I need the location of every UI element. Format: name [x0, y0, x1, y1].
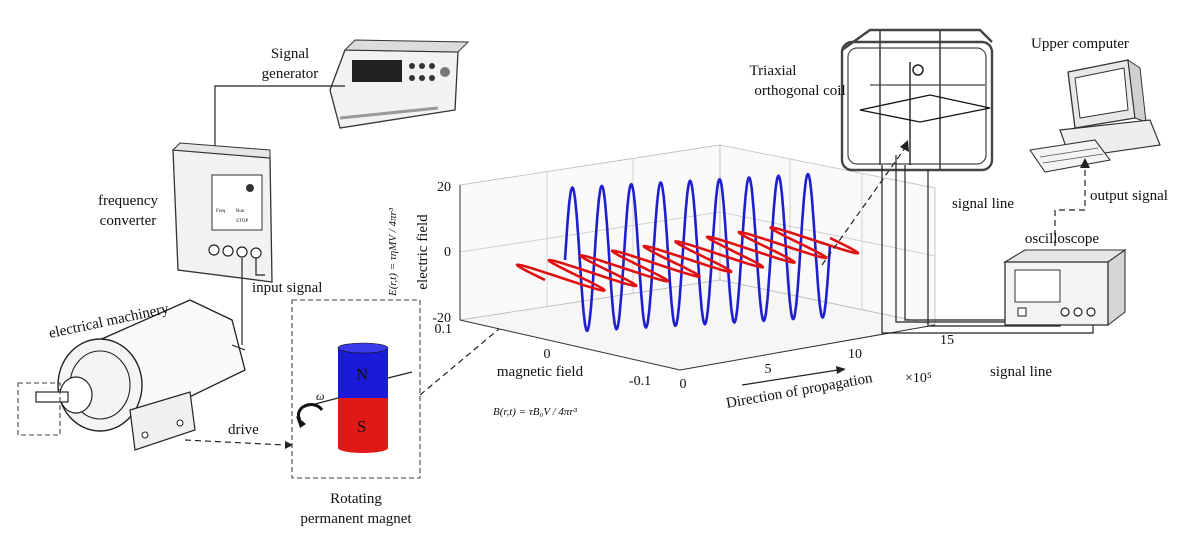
- oscilloscope-label: oscilloscope: [1025, 231, 1099, 247]
- generator-display: [352, 60, 402, 82]
- drive-arrow: [184, 439, 286, 446]
- signal-generator: [329, 39, 470, 129]
- magnetic-field-axis-label: magnetic field: [497, 364, 584, 380]
- y-tick-0: 0: [680, 377, 687, 392]
- keyboard: [1029, 139, 1111, 173]
- signal-generator-label-1: Signal: [271, 46, 309, 62]
- signal-line-top-label: signal line: [952, 196, 1014, 212]
- magnet-south-label: S: [357, 417, 366, 436]
- rotation-symbol: ω: [316, 389, 324, 403]
- z-tick-0: 0: [444, 245, 451, 260]
- y-tick-10: 10: [848, 347, 862, 362]
- electrical-machinery: [35, 299, 246, 451]
- upper-computer: [1029, 58, 1161, 173]
- z-tick-20: 20: [437, 180, 451, 195]
- rotating-permanent-magnet: [299, 342, 413, 453]
- output-signal-line: [1054, 160, 1086, 250]
- converter-stop-text: STOP: [236, 219, 248, 224]
- drive-label: drive: [228, 422, 259, 438]
- signal-generator-label-2: generator: [262, 66, 319, 82]
- plot-to-coil-arrow: [821, 147, 906, 266]
- wave-plot: [459, 144, 936, 371]
- frequency-converter-label-1: frequency: [98, 193, 158, 209]
- rotation-arrow-icon: [296, 403, 324, 421]
- oscilloscope: [1003, 248, 1127, 327]
- output-signal-label: output signal: [1090, 188, 1168, 204]
- triaxial-coil-label-2: orthogonal coil: [754, 83, 845, 99]
- x-tick-0.1: 0.1: [435, 322, 453, 337]
- magnetic-field-wave: [515, 226, 860, 292]
- input-signal-label: input signal: [252, 280, 322, 296]
- upper-computer-label: Upper computer: [1031, 36, 1129, 52]
- frequency-converter-label-2: converter: [100, 213, 157, 229]
- converter-panel: [211, 174, 263, 231]
- signal-line-bottom-label: signal line: [990, 364, 1052, 380]
- propagation-arrow: [741, 369, 839, 386]
- rotating-magnet-label-2: permanent magnet: [300, 511, 412, 527]
- electric-field-axis-label: electric field: [415, 214, 431, 290]
- triaxial-coil: [840, 28, 994, 172]
- x-tick-neg0.1: -0.1: [629, 374, 651, 389]
- scale-note: ×10⁵: [905, 371, 932, 386]
- magnet-north-label: N: [356, 365, 368, 384]
- magnet-to-plot-arrow: [419, 287, 549, 396]
- converter-freq-text: Freq: [216, 209, 226, 214]
- y-tick-5: 5: [765, 362, 772, 377]
- magnetic-field-equation: B(r,t) = τB₀V / 4πr³: [493, 406, 578, 418]
- z-tick-neg20: -20: [432, 311, 451, 326]
- shaft-detail-box: [17, 382, 61, 436]
- frequency-converter: Freq Run STOP: [171, 142, 273, 283]
- oscilloscope-screen: [1014, 269, 1061, 303]
- magnet-box: [291, 299, 421, 479]
- y-tick-15: 15: [940, 333, 954, 348]
- rotating-magnet-label-1: Rotating: [330, 491, 382, 507]
- x-tick-0: 0: [544, 347, 551, 362]
- electric-field-equation: E(r,t) = τηMV / 4πr³: [387, 207, 399, 297]
- triaxial-coil-label-1: Triaxial: [750, 63, 797, 79]
- converter-run-text: Run: [236, 209, 245, 214]
